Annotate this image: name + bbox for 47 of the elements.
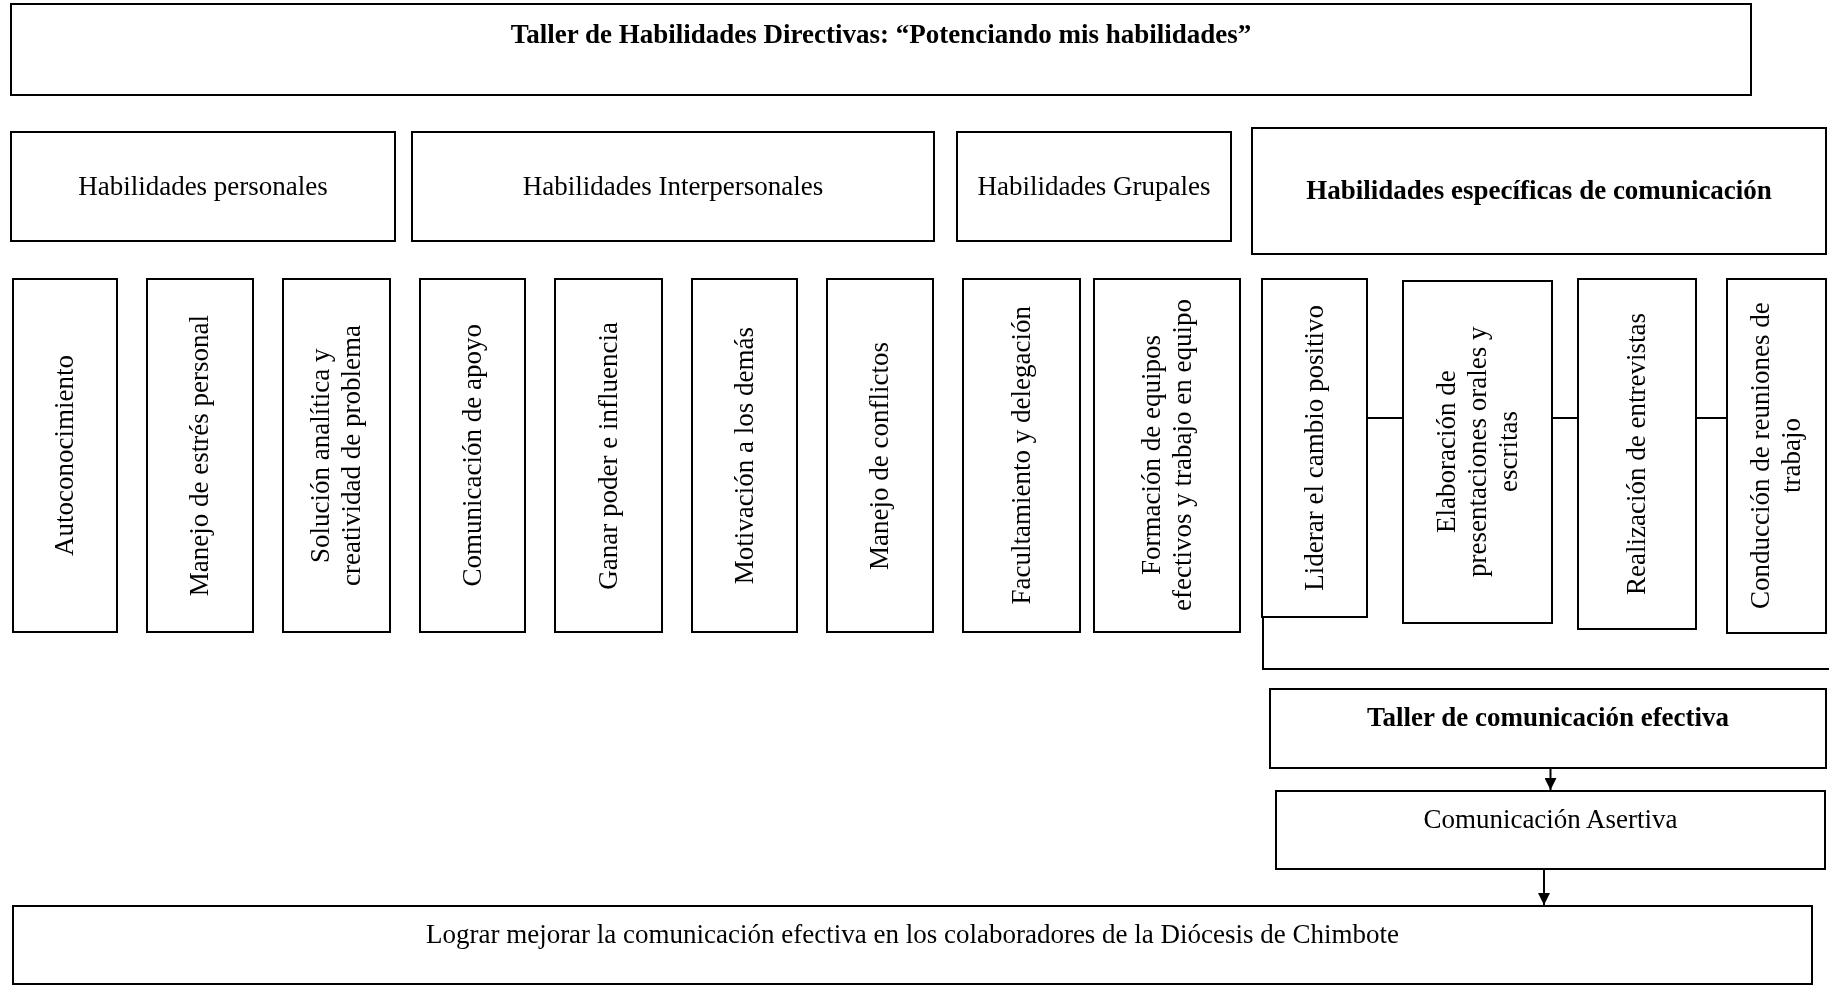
- box: [411, 131, 935, 242]
- box-label: Conducción de reuniones de trabajo: [1745, 301, 1808, 612]
- title-box: [10, 3, 1752, 96]
- skill-box: [282, 278, 391, 633]
- box-label: Comunicación de apoyo: [456, 324, 488, 587]
- skill-box: [826, 278, 934, 633]
- box-label: Habilidades Interpersonales: [522, 170, 824, 202]
- connector-line: [1367, 417, 1403, 419]
- skill-box: [1577, 278, 1697, 630]
- box-label: Ganar poder e influencia: [592, 321, 624, 590]
- box: [10, 131, 396, 242]
- box-label: Autoconocimiento: [49, 355, 81, 556]
- box-label: Manejo de estrés personal: [184, 314, 216, 597]
- skill-box: [1726, 278, 1827, 634]
- box-label: Comunicación Asertiva: [1423, 804, 1678, 836]
- box: [1275, 790, 1826, 870]
- box-label: Manejo de conflictos: [864, 341, 896, 570]
- arrow: [1538, 869, 1550, 906]
- box-label: Formación de equipos efectivos y trabajo en equipo: [1135, 298, 1198, 614]
- skill-box: [12, 278, 118, 633]
- box-label: Habilidades personales: [78, 170, 328, 202]
- box: [1251, 127, 1827, 255]
- skill-box: [691, 278, 798, 633]
- skill-box: [146, 278, 254, 633]
- connector-line: [1696, 417, 1727, 419]
- box-label: Habilidades Grupales: [977, 170, 1211, 202]
- skill-box: [1402, 280, 1553, 624]
- box: [1269, 688, 1827, 769]
- skill-box: [1093, 278, 1241, 633]
- box-label: Liderar el cambio positivo: [1298, 305, 1330, 591]
- box-label: Realización de entrevistas: [1621, 313, 1653, 595]
- box-label: Facultamiento y delegación: [1005, 306, 1037, 605]
- skill-box: [554, 278, 663, 633]
- box-label: Taller de comunicación efectiva: [1366, 702, 1730, 734]
- skill-box: [1261, 278, 1368, 618]
- box-label: Lograr mejorar la comunicación efectiva en los colaboradores de la Diócesis de Chimbote: [425, 919, 1400, 951]
- skill-box: [419, 278, 526, 633]
- box-label: Solución analítica y creatividad de problema: [305, 324, 368, 588]
- box: [12, 905, 1813, 985]
- skill-box: [962, 278, 1081, 633]
- box-label: Motivación a los demás: [728, 326, 760, 585]
- arrow: [1544, 768, 1557, 791]
- box-label: Habilidades específicas de comunicación: [1306, 175, 1772, 207]
- box-label: Taller de Habilidades Directivas: “Potenciando mis habilidades”: [510, 19, 1252, 51]
- connector-line: [1552, 417, 1578, 419]
- box-label: Elaboración de presentaciones orales y escritas: [1430, 325, 1524, 580]
- box: [956, 131, 1232, 242]
